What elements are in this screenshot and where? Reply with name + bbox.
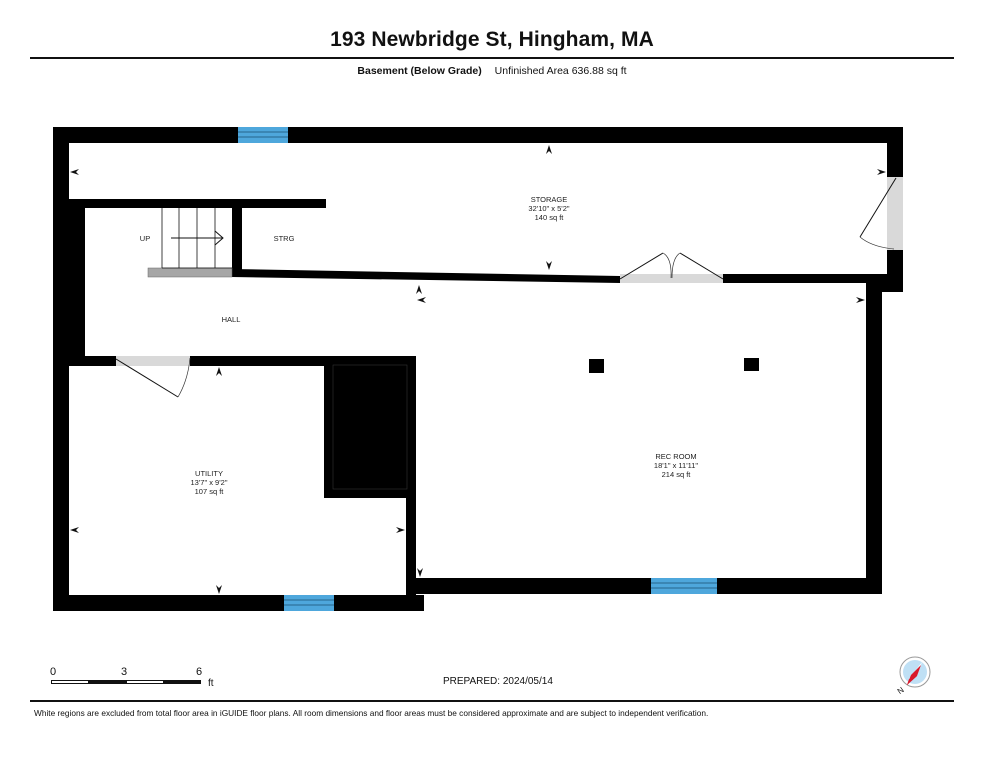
room-name: STORAGE bbox=[530, 195, 568, 204]
room-dimensions: 32'10" x 5'2" bbox=[528, 204, 570, 213]
scale-unit: ft bbox=[208, 678, 214, 689]
room-name: REC ROOM bbox=[655, 452, 697, 461]
mechanical-outline bbox=[332, 364, 408, 490]
property-address-title: 193 Newbridge St, Hingham, MA bbox=[330, 28, 654, 51]
room-area: 140 sq ft bbox=[534, 213, 564, 222]
door-double-storage bbox=[619, 252, 724, 283]
room-name: HALL bbox=[221, 315, 241, 324]
level-name: Basement (Below Grade) bbox=[357, 65, 482, 77]
windows bbox=[238, 127, 717, 611]
scale-tick-6: 6 bbox=[196, 666, 203, 678]
door-exterior-right bbox=[859, 177, 903, 250]
scale-segment bbox=[163, 680, 201, 684]
room-label-up: UP bbox=[140, 234, 150, 243]
scale-segment bbox=[51, 680, 89, 684]
north-compass-icon: N bbox=[896, 656, 931, 696]
room-area: 214 sq ft bbox=[661, 470, 691, 479]
room-name: UP bbox=[139, 234, 151, 243]
dimension-markers bbox=[70, 145, 886, 594]
header-divider bbox=[30, 57, 954, 59]
compass-north-label: N bbox=[896, 685, 906, 696]
room-label-storage: STORAGE 32'10" x 5'2" 140 sq ft bbox=[528, 195, 569, 222]
door-utility bbox=[115, 356, 191, 398]
window-rec-room-bottom bbox=[651, 578, 717, 594]
area-summary: Unfinished Area 636.88 sq ft bbox=[494, 65, 627, 77]
level-summary: Basement (Below Grade) Unfinished Area 6… bbox=[0, 65, 984, 77]
room-label-strg: STRG bbox=[274, 234, 295, 243]
scale-segment bbox=[126, 680, 164, 684]
disclaimer-text: White regions are excluded from total fl… bbox=[34, 708, 709, 718]
scale-tick-0: 0 bbox=[50, 666, 57, 678]
room-area: 107 sq ft bbox=[194, 487, 224, 496]
doors bbox=[115, 177, 903, 398]
footer-divider bbox=[30, 700, 954, 702]
walls bbox=[53, 127, 903, 611]
scale-segment bbox=[88, 680, 127, 684]
stair-up-arrow bbox=[171, 230, 224, 246]
staircase bbox=[147, 208, 233, 278]
room-dimensions: 18'1" x 11'11" bbox=[653, 461, 699, 470]
room-name: STRG bbox=[273, 234, 295, 243]
room-label-hall: HALL bbox=[222, 315, 241, 324]
prepared-date: PREPARED: 2024/05/14 bbox=[443, 676, 553, 687]
scale-tick-3: 3 bbox=[121, 666, 128, 678]
room-label-utility: UTILITY 13'7" x 9'2" 107 sq ft bbox=[191, 469, 228, 496]
room-dimensions: 13'7" x 9'2" bbox=[190, 478, 228, 487]
room-name: UTILITY bbox=[195, 469, 223, 478]
room-label-rec-room: REC ROOM 18'1" x 11'11" 214 sq ft bbox=[654, 452, 698, 479]
window-storage-top bbox=[238, 127, 288, 143]
window-utility-bottom bbox=[284, 595, 334, 611]
